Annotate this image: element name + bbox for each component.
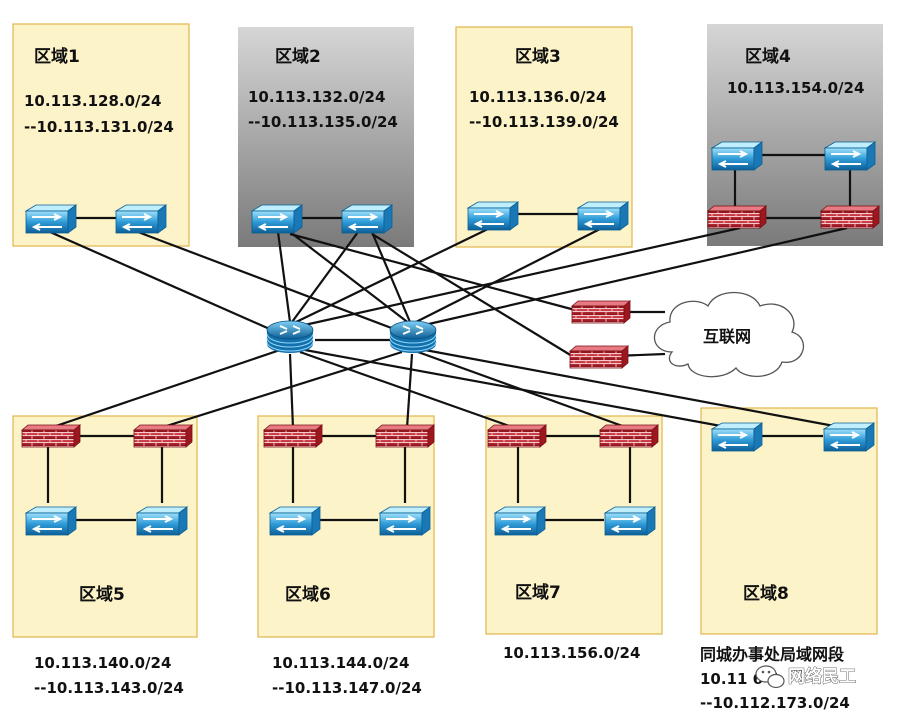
- zone-1-title: 区域1: [34, 46, 80, 67]
- switch-icon: [467, 201, 519, 231]
- switch-icon: [577, 201, 629, 231]
- firewall-icon: [820, 205, 880, 229]
- zone-2-title: 区域2: [275, 46, 321, 67]
- cloud-icon: [653, 292, 804, 378]
- internet-cloud: 互联网: [653, 292, 804, 378]
- firewall-icon: [569, 345, 629, 369]
- zone-2-range-end: --10.113.135.0/24: [248, 113, 398, 131]
- switch-icon: [25, 204, 77, 234]
- switch-icon: [251, 204, 303, 234]
- zone-5-range-start: 10.113.140.0/24: [34, 654, 171, 672]
- switch-icon: [711, 141, 763, 171]
- firewall-icon: [487, 424, 547, 448]
- zone-8-note: 同城办事处局域网段: [700, 645, 845, 664]
- switch-icon: [269, 506, 321, 536]
- zone-3-range-end: --10.113.139.0/24: [469, 113, 619, 131]
- switch-icon: [823, 422, 875, 452]
- zone-7-range: 10.113.156.0/24: [503, 644, 640, 662]
- zone-4-title: 区域4: [745, 46, 791, 67]
- firewall-icon: [263, 424, 323, 448]
- switch-icon: [136, 506, 188, 536]
- wechat-logo-icon: [755, 665, 785, 689]
- zone-5-title: 区域5: [79, 584, 125, 605]
- firewall-icon: [21, 424, 81, 448]
- switch-icon: [379, 506, 431, 536]
- zone-4-range: 10.113.154.0/24: [727, 79, 864, 97]
- firewall-icon: [599, 424, 659, 448]
- switch-icon: [115, 204, 167, 234]
- zone-2-range-start: 10.113.132.0/24: [248, 88, 385, 106]
- switch-icon: [25, 506, 77, 536]
- switch-icon: [494, 506, 546, 536]
- zone-5-range-end: --10.113.143.0/24: [34, 679, 184, 697]
- network-links: [46, 153, 852, 522]
- switch-icon: [711, 422, 763, 452]
- zone-6-range-start: 10.113.144.0/24: [272, 654, 409, 672]
- zone-8-range-end: --10.112.173.0/24: [700, 694, 850, 712]
- firewall-icon: [707, 205, 767, 229]
- firewall-icon: [133, 424, 193, 448]
- watermark-text: 网络民工: [788, 666, 856, 687]
- zone-8-title: 区域8: [743, 583, 789, 604]
- watermark: 网络民工: [755, 665, 856, 689]
- zone-3-title: 区域3: [515, 46, 561, 67]
- switch-icon: [604, 506, 656, 536]
- internet-label: 互联网: [703, 327, 751, 346]
- router-icon: [266, 320, 314, 354]
- firewall-icon: [571, 300, 631, 324]
- zone-6-range-end: --10.113.147.0/24: [272, 679, 422, 697]
- zone-1-range-end: --10.113.131.0/24: [24, 118, 174, 136]
- switch-icon: [341, 204, 393, 234]
- zone-1-range-start: 10.113.128.0/24: [24, 92, 161, 110]
- zone-6-title: 区域6: [285, 584, 331, 605]
- switch-icon: [824, 141, 876, 171]
- router-icon: [389, 320, 437, 354]
- firewall-icon: [375, 424, 435, 448]
- zone-3-range-start: 10.113.136.0/24: [469, 88, 606, 106]
- zone-7-title: 区域7: [515, 582, 561, 603]
